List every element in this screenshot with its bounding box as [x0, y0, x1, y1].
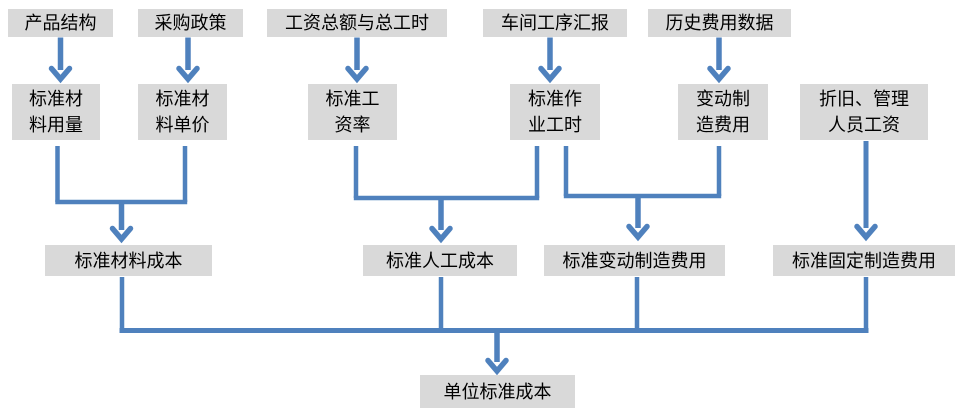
connector-unit-cost-bus	[119, 277, 869, 376]
node-unit-standard-cost: 单位标准成本	[420, 375, 575, 408]
node-workshop-process-report: 车间工序汇报	[483, 9, 627, 37]
node-std-fixed-overhead-cost: 标准固定制造费用	[773, 245, 955, 276]
node-historical-cost-data: 历史费用数据	[648, 9, 791, 37]
arrow-workshop-report-to-std-working-hours	[538, 37, 562, 84]
connector-material-merge	[55, 146, 188, 244]
node-std-labor-cost: 标准人工成本	[363, 245, 517, 276]
node-std-material-cost: 标准材料成本	[45, 245, 212, 276]
arrow-depreciation-to-std-fixed-overhead	[854, 141, 878, 242]
node-std-material-price: 标准材 料单价	[138, 84, 227, 140]
arrow-product-structure-to-std-material-usage	[48, 37, 73, 84]
node-std-variable-overhead-cost: 标准变动制造费用	[544, 245, 725, 276]
connector-labor-merge	[353, 146, 540, 244]
arrow-historical-cost-to-variable-overhead	[707, 37, 731, 84]
node-depreciation-admin-wages: 折旧、管理 人员工资	[800, 84, 928, 140]
node-variable-overhead: 变动制 造费用	[678, 84, 768, 140]
node-product-structure: 产品结构	[8, 9, 113, 37]
node-total-wages-hours: 工资总额与总工时	[267, 9, 447, 37]
node-std-wage-rate: 标准工 资率	[308, 84, 397, 140]
arrow-total-wages-to-std-wage-rate	[345, 37, 369, 84]
arrow-purchase-policy-to-std-material-price	[176, 37, 200, 84]
node-purchase-policy: 采购政策	[138, 9, 243, 37]
node-std-material-usage: 标准材 料用量	[12, 84, 100, 140]
node-std-working-hours: 标准作 业工时	[510, 84, 600, 140]
connector-variable-overhead-merge	[563, 146, 722, 242]
